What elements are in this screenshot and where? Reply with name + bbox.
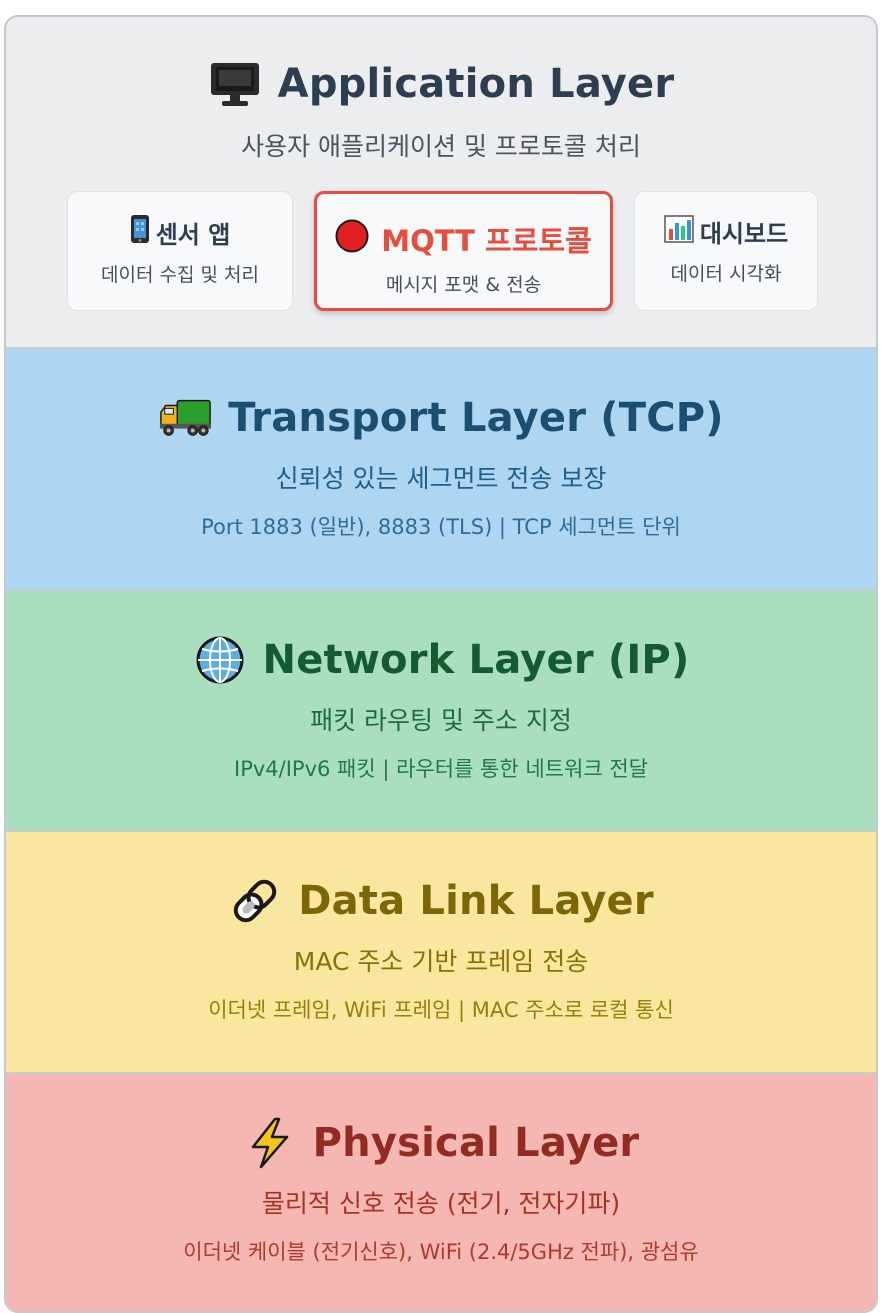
sensor-app-card: 센서 앱 데이터 수집 및 처리 xyxy=(67,191,293,311)
physical-layer-subtitle: 물리적 신호 전송 (전기, 전자기파) xyxy=(261,1189,621,1218)
application-layer-title-text: Application Layer xyxy=(277,61,675,107)
physical-layer-detail: 이더넷 케이블 (전기신호), WiFi (2.4/5GHz 전파), 광섬유 xyxy=(183,1240,699,1264)
datalink-layer-detail: 이더넷 프레임, WiFi 프레임 | MAC 주소로 로컬 통신 xyxy=(208,998,674,1022)
datalink-layer-subtitle: MAC 주소 기반 프레임 전송 xyxy=(293,947,589,976)
protocol-stack: Application Layer 사용자 애플리케이션 및 프로토콜 처리 xyxy=(4,15,878,1313)
datalink-layer-title: Data Link Layer xyxy=(6,874,876,928)
mqtt-protocol-card-title: MQTT 프로토콜 xyxy=(317,218,610,260)
dashboard-card-desc: 데이터 시각화 xyxy=(670,263,782,285)
network-layer-title-text: Network Layer (IP) xyxy=(262,637,690,683)
application-layer-title: Application Layer xyxy=(6,57,876,111)
transport-layer-detail: Port 1883 (일반), 8883 (TLS) | TCP 세그먼트 단위 xyxy=(201,515,681,539)
transport-layer-title-text: Transport Layer (TCP) xyxy=(228,395,724,441)
bar-chart-icon xyxy=(664,214,694,249)
mqtt-protocol-card: MQTT 프로토콜 메시지 포맷 & 전송 xyxy=(314,191,613,311)
network-layer-subtitle: 패킷 라우팅 및 주소 지정 xyxy=(310,706,572,735)
physical-layer-title: Physical Layer xyxy=(6,1116,876,1170)
globe-icon xyxy=(193,633,247,687)
physical-layer: Physical Layer 물리적 신호 전송 (전기, 전자기파) 이더넷 … xyxy=(6,1074,876,1311)
transport-layer: Transport Layer (TCP) 신뢰성 있는 세그먼트 전송 보장 … xyxy=(6,349,876,591)
datalink-layer: Data Link Layer MAC 주소 기반 프레임 전송 이더넷 프레임… xyxy=(6,832,876,1074)
application-cards: 센서 앱 데이터 수집 및 처리 MQTT 프로토콜 메시지 포맷 & 전송 xyxy=(6,191,876,313)
network-layer-detail: IPv4/IPv6 패킷 | 라우터를 통한 네트워크 전달 xyxy=(234,757,648,781)
lightning-icon xyxy=(243,1116,297,1170)
application-layer-subtitle: 사용자 애플리케이션 및 프로토콜 처리 xyxy=(241,132,641,161)
dashboard-card-title: 대시보드 xyxy=(635,214,817,249)
dashboard-card: 대시보드 데이터 시각화 xyxy=(634,191,818,311)
dashboard-card-title-text: 대시보드 xyxy=(699,220,789,248)
monitor-icon xyxy=(208,57,262,111)
network-layer-title: Network Layer (IP) xyxy=(6,633,876,687)
sensor-app-card-title-text: 센서 앱 xyxy=(155,220,231,249)
transport-layer-subtitle: 신뢰성 있는 세그먼트 전송 보장 xyxy=(275,464,607,493)
link-icon xyxy=(228,874,282,928)
red-circle-icon xyxy=(335,219,369,260)
physical-layer-title-text: Physical Layer xyxy=(312,1120,640,1166)
sensor-app-card-title: 센서 앱 xyxy=(68,214,292,250)
transport-layer-title: Transport Layer (TCP) xyxy=(6,391,876,445)
application-layer: Application Layer 사용자 애플리케이션 및 프로토콜 처리 xyxy=(6,17,876,349)
truck-icon xyxy=(158,391,212,445)
sensor-app-card-desc: 데이터 수집 및 처리 xyxy=(101,264,259,286)
network-layer: Network Layer (IP) 패킷 라우팅 및 주소 지정 IPv4/I… xyxy=(6,591,876,832)
mqtt-protocol-card-title-text: MQTT 프로토콜 xyxy=(381,224,592,258)
phone-icon xyxy=(130,214,150,250)
datalink-layer-title-text: Data Link Layer xyxy=(298,878,654,924)
mqtt-protocol-card-desc: 메시지 포맷 & 전송 xyxy=(385,274,542,296)
